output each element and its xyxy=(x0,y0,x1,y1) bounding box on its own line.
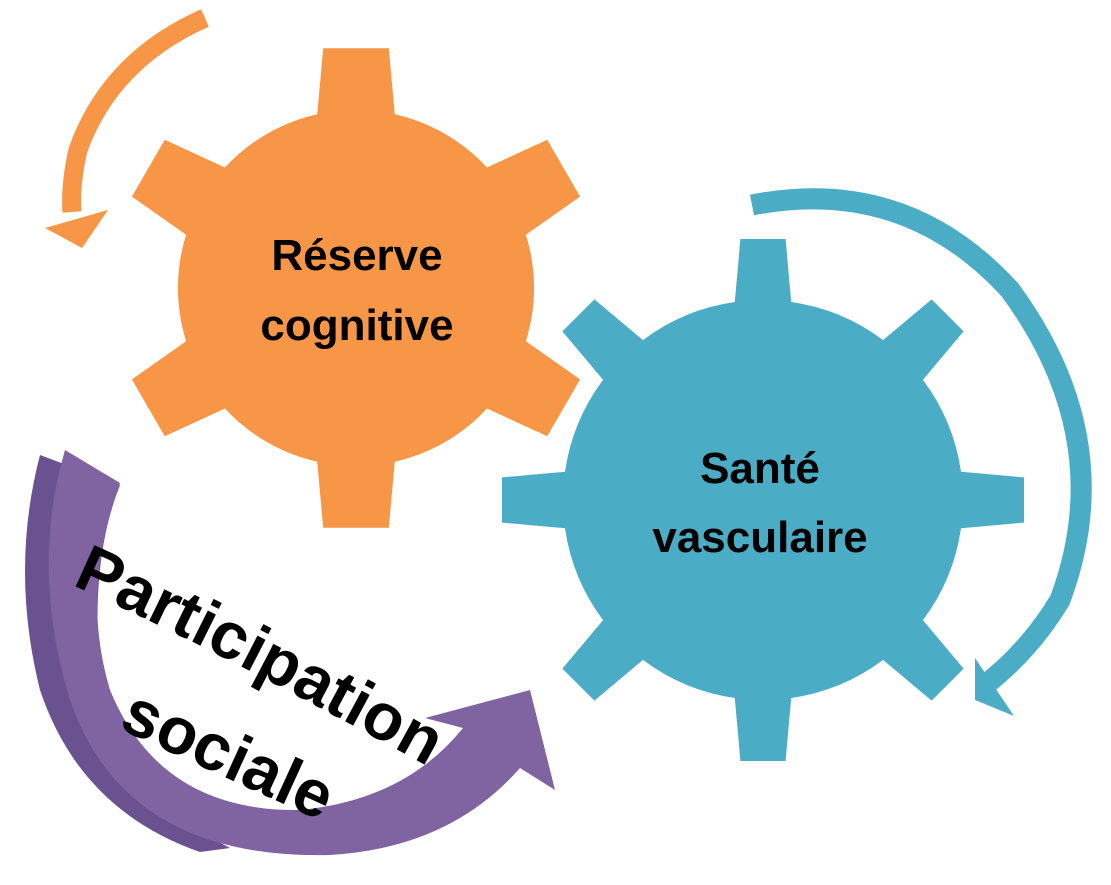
gear-reserve-cognitive: Réserve cognitive xyxy=(131,48,581,528)
gear-teal-shape xyxy=(502,239,1024,761)
teal-arrow-body xyxy=(749,188,1092,694)
gear-reserve-label-line2: cognitive xyxy=(260,301,453,350)
teal-rotation-arrow xyxy=(749,188,1092,716)
gear-orange-shape xyxy=(131,48,581,528)
orange-rotation-arrow xyxy=(45,9,209,248)
teal-arrowhead xyxy=(975,658,1014,716)
gear-sante-label-line2: vasculaire xyxy=(652,513,867,562)
gear-sante-vasculaire: Santé vasculaire xyxy=(502,239,1024,761)
orange-arrow-body xyxy=(62,9,209,213)
gear-sante-label-line1: Santé xyxy=(700,444,820,493)
purple-arrow-body xyxy=(48,450,556,856)
gear-reserve-label-line1: Réserve xyxy=(271,231,442,280)
orange-arrowhead xyxy=(45,210,108,248)
purple-rotation-arrow xyxy=(25,450,556,856)
